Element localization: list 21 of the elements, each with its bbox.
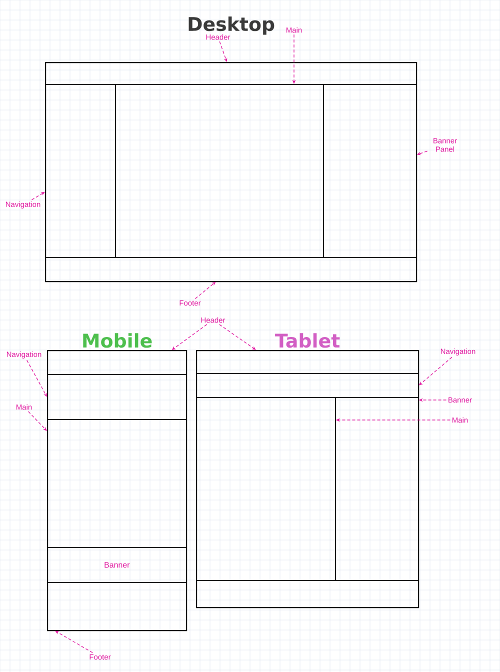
node-label: Tablet bbox=[275, 333, 340, 348]
leader-arrow bbox=[55, 630, 93, 654]
leader-arrow bbox=[219, 324, 256, 350]
node-label: Mobile bbox=[83, 333, 152, 348]
layout-region bbox=[196, 580, 419, 608]
layout-region bbox=[47, 419, 187, 548]
layout-region bbox=[45, 62, 417, 85]
layout-region bbox=[196, 373, 419, 398]
layout-region bbox=[323, 84, 417, 258]
node-label: Desktop bbox=[188, 16, 274, 35]
layout-region bbox=[196, 397, 336, 581]
layout-region bbox=[47, 582, 187, 631]
layout-region bbox=[47, 350, 187, 375]
leader-arrow bbox=[219, 41, 228, 62]
layout-region bbox=[196, 350, 419, 374]
layout-region bbox=[45, 257, 417, 282]
layout-region bbox=[115, 84, 324, 258]
layout-region bbox=[45, 84, 116, 258]
layout-region bbox=[47, 374, 187, 420]
leader-arrow bbox=[28, 411, 47, 431]
layout-region bbox=[335, 397, 419, 581]
